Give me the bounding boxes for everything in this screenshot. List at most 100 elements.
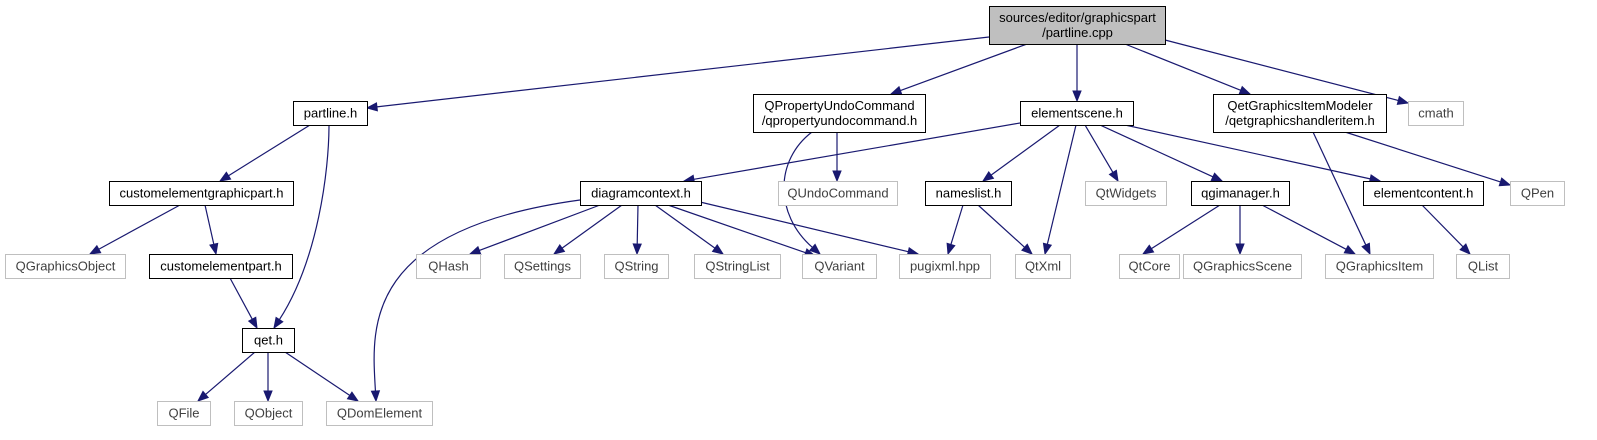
edge-root-to-cmath	[1164, 39, 1410, 105]
edge-qet_h-to-qobject	[263, 352, 273, 403]
edge-root-to-elementscene_h	[1072, 44, 1082, 103]
edge-elementscene_h-to-qtxml	[1042, 124, 1077, 256]
node-qet-h[interactable]: qet.h	[242, 328, 295, 353]
edge-line	[950, 204, 964, 245]
node-label: QGraphicsScene	[1193, 259, 1292, 274]
edge-line	[654, 204, 716, 249]
node-customelementpart-h[interactable]: customelementpart.h	[149, 254, 293, 279]
node-root[interactable]: sources/editor/graphicspart/partline.cpp	[989, 6, 1166, 45]
node-box	[416, 254, 481, 279]
node-qhash: QHash	[416, 254, 481, 279]
node-qfile: QFile	[157, 401, 211, 426]
node-qtcore: QtCore	[1119, 254, 1180, 279]
node-label: QDomElement	[337, 406, 423, 421]
node-qstring: QString	[604, 254, 669, 279]
edge-root-to-qpropertyundocommand_h	[889, 43, 1028, 95]
node-box	[925, 181, 1012, 206]
edge-qetgraphicshandleritem_h-to-qgraphicsitem	[1312, 131, 1371, 256]
edge-line	[990, 124, 1061, 176]
arrowhead	[1238, 85, 1252, 95]
arrowhead	[218, 171, 232, 182]
node-box	[753, 94, 926, 133]
node-box	[293, 101, 368, 126]
edge-line	[636, 204, 639, 245]
node-diagramcontext-h[interactable]: diagramcontext.h	[580, 181, 702, 206]
node-label: QetGraphicsItemModeler	[1227, 98, 1373, 113]
arrowhead	[346, 391, 360, 402]
nodes-layer: sources/editor/graphicspart/partline.cpp…	[5, 6, 1565, 426]
node-qgraphicsitem: QGraphicsItem	[1325, 254, 1434, 279]
node-label: QSettings	[514, 259, 572, 274]
edge-line	[667, 204, 806, 254]
edge-line	[693, 122, 1021, 180]
edge-root-to-qetgraphicshandleritem_h	[1124, 43, 1252, 95]
node-nameslist-h[interactable]: nameslist.h	[925, 181, 1012, 206]
edge-qgimanager_h-to-qgraphicsitem	[1261, 204, 1357, 255]
edge-line	[1099, 124, 1214, 178]
edge-line	[900, 43, 1028, 92]
node-label: QList	[1468, 259, 1499, 274]
arrowhead	[370, 390, 381, 403]
node-box	[1213, 94, 1387, 133]
edge-line	[1421, 204, 1464, 248]
node-label: qgimanager.h	[1201, 186, 1280, 201]
edge-diagramcontext_h-to-qstring	[632, 204, 642, 256]
node-box	[899, 254, 991, 279]
node-box	[1183, 254, 1302, 279]
node-label: QObject	[245, 406, 293, 421]
node-elementcontent-h[interactable]: elementcontent.h	[1363, 181, 1484, 206]
node-box	[109, 181, 294, 206]
node-box	[1191, 181, 1290, 206]
node-qtxml: QtXml	[1015, 254, 1071, 279]
node-label: QVariant	[814, 259, 865, 274]
node-label: pugixml.hpp	[910, 259, 980, 274]
arrowhead	[1210, 172, 1224, 182]
arrowhead	[263, 390, 273, 403]
edge-line	[1084, 124, 1114, 173]
arrowhead	[711, 244, 725, 255]
node-box	[1408, 101, 1464, 126]
node-qgraphicsobject: QGraphicsObject	[5, 254, 126, 279]
node-partline-h[interactable]: partline.h	[293, 101, 368, 126]
node-label: /qpropertyundocommand.h	[762, 113, 917, 128]
arrowhead	[247, 316, 258, 330]
edge-diagramcontext_h-to-pugixml_hpp	[699, 201, 920, 257]
node-qetgraphicshandleritem-h[interactable]: QetGraphicsItemModeler/qetgraphicshandle…	[1213, 94, 1387, 133]
node-qvariant: QVariant	[802, 254, 877, 279]
edge-line	[561, 204, 623, 249]
node-qpropertyundocommand-h[interactable]: QPropertyUndoCommand/qpropertyundocomman…	[753, 94, 926, 133]
edge-line	[479, 204, 601, 252]
node-label: cmath	[1418, 106, 1453, 121]
node-box	[149, 254, 293, 279]
edge-line	[373, 199, 581, 392]
edge-nameslist_h-to-pugixml_hpp	[946, 204, 964, 256]
node-cmath: cmath	[1408, 101, 1464, 126]
arrowhead	[1361, 242, 1371, 256]
arrowhead	[552, 244, 566, 255]
node-qlist: QList	[1456, 254, 1510, 279]
edge-line	[699, 201, 909, 253]
node-label: QHash	[428, 259, 468, 274]
edge-line	[1261, 204, 1347, 250]
node-label: QGraphicsItem	[1336, 259, 1423, 274]
edge-partline_h-to-qet_h	[273, 124, 330, 330]
node-label: diagramcontext.h	[591, 186, 691, 201]
node-label: QStringList	[705, 259, 770, 274]
node-customelementgraphicpart-h[interactable]: customelementgraphicpart.h	[109, 181, 294, 206]
node-qundocommand: QUndoCommand	[778, 181, 898, 206]
arrowhead	[1108, 169, 1119, 183]
node-qgraphicsscene: QGraphicsScene	[1183, 254, 1302, 279]
arrowhead	[1042, 242, 1053, 256]
edge-qpropertyundocommand_h-to-qundocommand	[832, 132, 842, 183]
arrowhead	[1396, 95, 1410, 105]
arrowhead	[1498, 177, 1512, 187]
edge-line	[1164, 39, 1399, 102]
arrowhead	[365, 102, 378, 112]
edge-line	[228, 124, 311, 177]
node-label: /partline.cpp	[1042, 25, 1113, 40]
edge-elementscene_h-to-nameslist_h	[981, 124, 1061, 182]
node-box	[157, 401, 211, 426]
node-elementscene-h[interactable]: elementscene.h	[1020, 101, 1134, 126]
node-box	[802, 254, 877, 279]
node-qgimanager-h[interactable]: qgimanager.h	[1191, 181, 1290, 206]
